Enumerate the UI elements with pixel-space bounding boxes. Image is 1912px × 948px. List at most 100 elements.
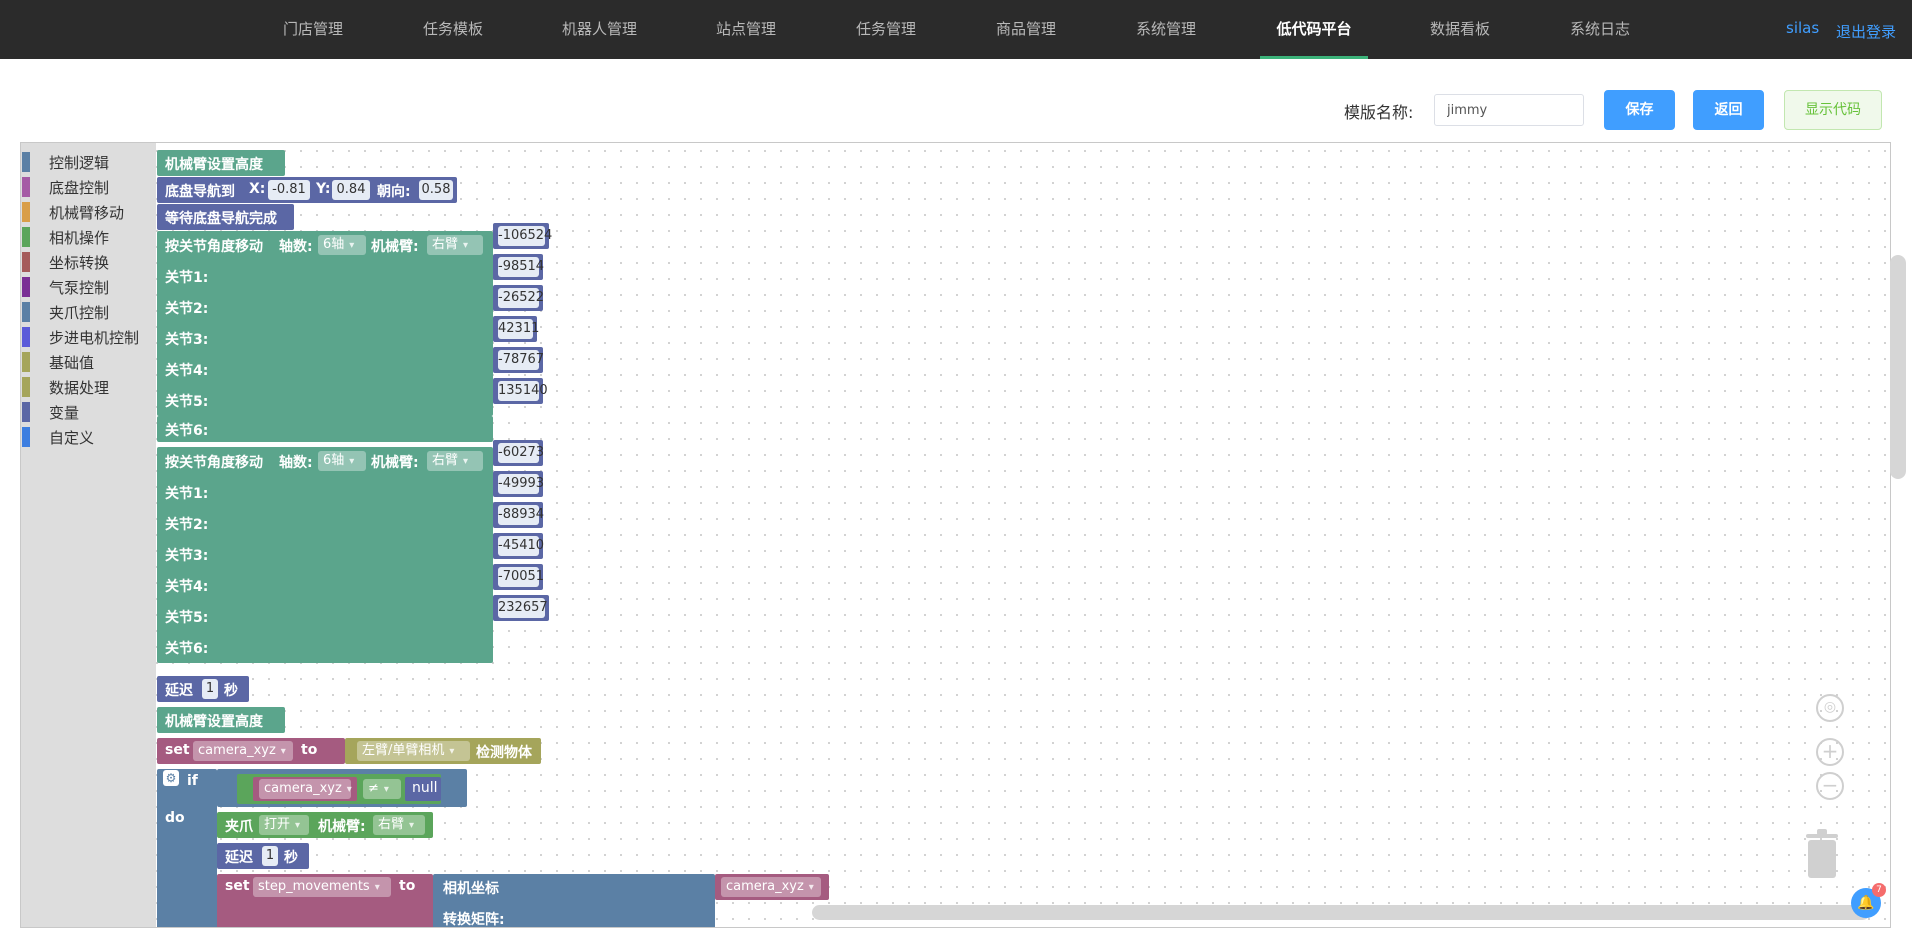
camera-dropdown[interactable]: 左臂/单臂相机 [357, 741, 470, 761]
arm-dropdown[interactable]: 右臂 [427, 235, 483, 255]
joint-label: 关节6: [165, 641, 209, 657]
joint-value-field[interactable]: -98514 [498, 257, 544, 277]
x-value-field[interactable]: -0.81 [268, 180, 310, 200]
block-chassis-navigate[interactable]: 底盘导航到 X: -0.81 Y: 0.84 朝向: 0.58 [157, 177, 457, 203]
joint-value-block[interactable]: -70051 [493, 564, 544, 590]
recenter-icon[interactable]: ◎ [1816, 694, 1844, 722]
nav-item-task-template[interactable]: 任务模板 [422, 20, 483, 38]
block-joint-move[interactable]: 按关节角度移动 轴数: 6轴 机械臂: 右臂 关节1: 关节2: 关节3: 关节… [157, 231, 493, 416]
nav-item-goods[interactable]: 商品管理 [995, 20, 1056, 38]
variable-dropdown[interactable]: camera_xyz [721, 877, 821, 897]
toolbox-item-coord[interactable]: 坐标转换 [21, 250, 156, 274]
heading-value-field[interactable]: 0.58 [419, 180, 453, 200]
toolbox-item-camera[interactable]: 相机操作 [21, 225, 156, 249]
toolbox-item-data[interactable]: 数据处理 [21, 375, 156, 399]
block-set-variable[interactable]: set camera_xyz to [157, 738, 345, 764]
nav-item-task[interactable]: 任务管理 [855, 20, 916, 38]
joint-value-block[interactable]: -60273 [493, 440, 544, 466]
joint-value-field[interactable]: -45410 [498, 536, 544, 556]
zoom-in-icon[interactable]: + [1816, 738, 1844, 766]
toolbox-item-custom[interactable]: 自定义 [21, 425, 156, 449]
joint-value-block[interactable]: -26522 [493, 285, 544, 311]
category-swatch [22, 302, 30, 322]
variable-dropdown[interactable]: step_movements [253, 877, 391, 897]
variable-dropdown[interactable]: camera_xyz [193, 741, 293, 761]
operator-dropdown[interactable]: ≠ [363, 779, 401, 799]
delay-value-field[interactable]: 1 [202, 679, 218, 699]
nav-item-store[interactable]: 门店管理 [282, 20, 343, 38]
axis-dropdown[interactable]: 6轴 [318, 451, 366, 471]
user-name[interactable]: silas [1786, 19, 1820, 37]
joint-value-field[interactable]: 42311 [498, 319, 539, 339]
joint-value-block[interactable]: 135140 [493, 378, 548, 404]
joint-value-block[interactable]: -78767 [493, 347, 544, 373]
nav-item-robot[interactable]: 机器人管理 [561, 20, 637, 38]
block-delay[interactable]: 延迟 1 秒 [157, 676, 249, 702]
block-camera-coord[interactable]: 相机坐标 转换矩阵: [433, 874, 715, 927]
y-value-field[interactable]: 0.84 [332, 180, 370, 200]
joint-value-field[interactable]: 135140 [498, 381, 548, 401]
joint-value-field[interactable]: -70051 [498, 567, 544, 587]
trash-icon[interactable] [1804, 828, 1840, 880]
joint-value-field[interactable]: 232657 [498, 598, 548, 618]
joint-value-block[interactable]: -98514 [493, 254, 544, 280]
gear-icon[interactable]: ⚙ [163, 770, 179, 786]
vertical-scrollbar[interactable] [1890, 255, 1906, 479]
template-name-input[interactable] [1434, 94, 1584, 126]
block-compare[interactable]: camera_xyz ≠ null [237, 774, 441, 804]
block-if[interactable]: ⚙ if do [157, 769, 217, 927]
nav-item-station[interactable]: 站点管理 [715, 20, 776, 38]
arm-dropdown[interactable]: 右臂 [427, 451, 483, 471]
zoom-out-icon[interactable]: − [1816, 772, 1844, 800]
joint-value-field[interactable]: -49993 [498, 474, 544, 494]
nav-item-dashboard[interactable]: 数据看板 [1429, 20, 1490, 38]
variable-dropdown[interactable]: camera_xyz [259, 779, 351, 799]
block-gripper[interactable]: 夹爪 打开 机械臂: 右臂 [217, 812, 433, 838]
toolbox-item-basic[interactable]: 基础值 [21, 350, 156, 374]
horizontal-scrollbar[interactable] [812, 905, 1870, 920]
joint-value-field[interactable]: -60273 [498, 443, 544, 463]
toolbox-item-stepper[interactable]: 步进电机控制 [21, 325, 156, 349]
joint-value-field[interactable]: -88934 [498, 505, 544, 525]
logout-link[interactable]: 退出登录 [1836, 23, 1897, 41]
block-label: 延迟 [165, 683, 193, 699]
block-set-variable[interactable]: set step_movements to [217, 874, 433, 927]
variable-block[interactable]: camera_xyz [253, 777, 357, 801]
null-block[interactable]: null [405, 777, 441, 801]
show-code-button[interactable]: 显示代码 [1784, 90, 1882, 130]
block-delay[interactable]: 延迟 1 秒 [217, 843, 309, 869]
nav-item-system[interactable]: 系统管理 [1135, 20, 1196, 38]
save-button[interactable]: 保存 [1604, 90, 1675, 130]
block-wait-navigation[interactable]: 等待底盘导航完成 [157, 204, 294, 230]
delay-value-field[interactable]: 1 [262, 846, 278, 866]
toolbox-item-arm-move[interactable]: 机械臂移动 [21, 200, 156, 224]
nav-item-syslog[interactable]: 系统日志 [1569, 20, 1630, 38]
variable-block[interactable]: camera_xyz [715, 874, 829, 900]
joint-value-block[interactable]: -49993 [493, 471, 544, 497]
joint-value-block[interactable]: -88934 [493, 502, 544, 528]
nav-item-lowcode[interactable]: 低代码平台 [1260, 0, 1368, 59]
joint-label: 关节5: [165, 394, 209, 410]
joint-value-block[interactable]: 42311 [493, 316, 539, 342]
joint-value-block[interactable]: -45410 [493, 533, 544, 559]
toolbox-item-chassis[interactable]: 底盘控制 [21, 175, 156, 199]
joint-value-field[interactable]: -106524 [498, 226, 552, 246]
joint-value-block[interactable]: -106524 [493, 223, 552, 249]
toolbox-item-gripper[interactable]: 夹爪控制 [21, 300, 156, 324]
block-label: 机械臂设置高度 [165, 157, 263, 173]
block-arm-set-height[interactable]: 机械臂设置高度 [157, 707, 285, 733]
toolbox-item-variables[interactable]: 变量 [21, 400, 156, 424]
joint-value-field[interactable]: -26522 [498, 288, 544, 308]
joint-value-field[interactable]: -78767 [498, 350, 544, 370]
block-arm-set-height[interactable]: 机械臂设置高度 [157, 150, 285, 176]
gripper-dropdown[interactable]: 打开 [259, 815, 309, 835]
block-workspace[interactable]: 控制逻辑 底盘控制 机械臂移动 相机操作 坐标转换 气泵控制 夹爪控制 步进电机… [20, 142, 1891, 928]
arm-dropdown[interactable]: 右臂 [373, 815, 425, 835]
toolbox-item-pump[interactable]: 气泵控制 [21, 275, 156, 299]
block-joint-move[interactable]: 按关节角度移动 轴数: 6轴 机械臂: 右臂 关节1: 关节2: 关节3: 关节… [157, 447, 493, 663]
toolbox-item-control[interactable]: 控制逻辑 [21, 150, 156, 174]
axis-dropdown[interactable]: 6轴 [318, 235, 366, 255]
joint-value-block[interactable]: 232657 [493, 595, 549, 621]
back-button[interactable]: 返回 [1693, 90, 1764, 130]
block-camera-detect[interactable]: 左臂/单臂相机 检测物体 [345, 738, 541, 764]
